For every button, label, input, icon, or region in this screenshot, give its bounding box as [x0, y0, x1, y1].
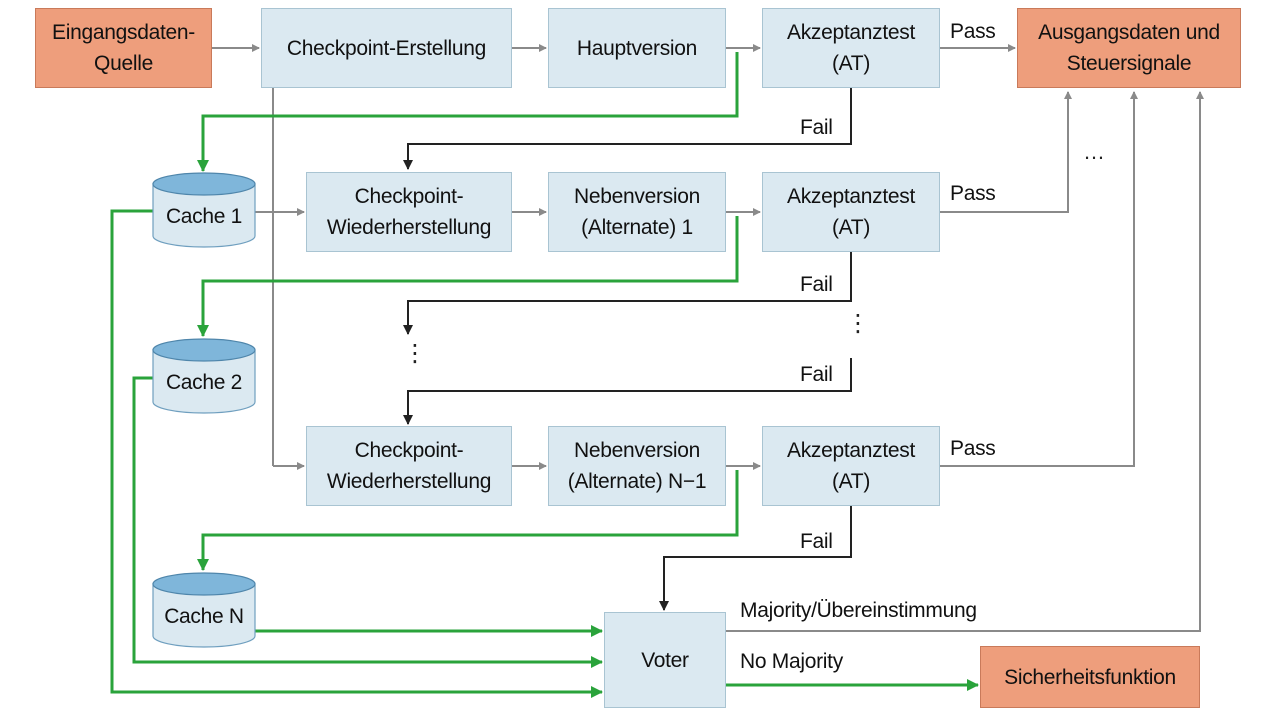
- acceptance-test-3-box: Akzeptanztest (AT): [762, 426, 940, 506]
- arrow-at3-fail: [659, 506, 852, 611]
- acceptance-test-2-line1: Akzeptanztest: [786, 185, 915, 208]
- input-source-line2: Quelle: [94, 52, 153, 75]
- voter-box: Voter: [604, 612, 726, 708]
- output-line1: Ausgangsdaten und: [1038, 21, 1220, 44]
- cache-1-cylinder-icon: [152, 172, 256, 248]
- cache-1: Cache 1: [152, 172, 256, 248]
- checkpoint-restore-1-line2: Wiederherstellung: [326, 216, 492, 239]
- arrow-dots-fail: [403, 358, 852, 425]
- vertical-ellipsis-left: ⋮: [403, 340, 427, 367]
- acceptance-test-1-box: Akzeptanztest (AT): [762, 8, 940, 88]
- cache-2-cylinder-icon: [152, 338, 256, 414]
- pass-label-3: Pass: [950, 437, 996, 460]
- no-majority-label: No Majority: [740, 650, 843, 673]
- alternate-1-line2: (Alternate) 1: [581, 216, 693, 239]
- acceptance-test-3-line1: Akzeptanztest: [786, 439, 915, 462]
- checkpoint-restore-2-line2: Wiederherstellung: [326, 470, 492, 493]
- acceptance-test-2-box: Akzeptanztest (AT): [762, 172, 940, 252]
- majority-label: Majority/Übereinstimmung: [740, 599, 977, 622]
- arrow-at3-pass: [940, 91, 1138, 467]
- arrow-cache1-to-voter: [110, 209, 603, 698]
- arrow-at2-pass: [940, 91, 1072, 213]
- input-source-line1: Eingangsdaten-: [52, 21, 195, 44]
- alternate-1-box: Nebenversion (Alternate) 1: [548, 172, 726, 252]
- output-line2: Steuersignale: [1066, 52, 1192, 75]
- safety-function-box: Sicherheitsfunktion: [980, 646, 1200, 708]
- arrow-at2-fail: [403, 252, 852, 335]
- cache-n: Cache N: [152, 572, 256, 648]
- pass-label-1: Pass: [950, 20, 996, 43]
- checkpoint-restore-2-box: Checkpoint- Wiederherstellung: [306, 426, 512, 506]
- checkpoint-restore-1-line1: Checkpoint-: [354, 185, 464, 208]
- checkpoint-create-box: Checkpoint-Erstellung: [261, 8, 512, 88]
- main-version-label: Hauptversion: [576, 36, 698, 60]
- pass-label-2: Pass: [950, 182, 996, 205]
- fail-label-3: Fail: [800, 363, 833, 386]
- acceptance-test-1-line2: (AT): [831, 52, 871, 75]
- acceptance-test-1-line1: Akzeptanztest: [786, 21, 915, 44]
- alternate-n1-box: Nebenversion (Alternate) N−1: [548, 426, 726, 506]
- arrow-to-cache2: [197, 216, 739, 337]
- safety-function-label: Sicherheitsfunktion: [1004, 665, 1176, 689]
- acceptance-test-3-line2: (AT): [831, 470, 871, 493]
- checkpoint-restore-2-line1: Checkpoint-: [354, 439, 464, 462]
- alternate-n1-line2: (Alternate) N−1: [567, 470, 707, 493]
- cache-n-cylinder-icon: [152, 572, 256, 648]
- acceptance-test-2-line2: (AT): [831, 216, 871, 239]
- cache-2-label: Cache 2: [165, 371, 243, 394]
- fail-label-2: Fail: [800, 273, 833, 296]
- arrow-to-cache1: [197, 52, 739, 172]
- checkpoint-restore-1-box: Checkpoint- Wiederherstellung: [306, 172, 512, 252]
- arrow-cache2-to-voter: [132, 376, 603, 668]
- voter-label: Voter: [641, 648, 689, 672]
- alternate-1-line1: Nebenversion: [574, 185, 700, 208]
- vertical-ellipsis-right: ⋮: [846, 310, 870, 337]
- arrow-at1-fail: [403, 88, 852, 170]
- alternate-n1-line1: Nebenversion: [574, 439, 700, 462]
- arrow-majority-to-output: [726, 91, 1204, 632]
- main-version-box: Hauptversion: [548, 8, 726, 88]
- cache-n-label: Cache N: [164, 605, 244, 628]
- fail-label-4: Fail: [800, 530, 833, 553]
- cache-1-label: Cache 1: [165, 205, 243, 228]
- fail-label-1: Fail: [800, 116, 833, 139]
- input-source-box: Eingangsdaten- Quelle: [35, 8, 212, 88]
- output-box: Ausgangsdaten und Steuersignale: [1017, 8, 1241, 88]
- cache-2: Cache 2: [152, 338, 256, 414]
- arrow-to-cacheN: [197, 470, 739, 571]
- horizontal-ellipsis: …: [1083, 139, 1105, 164]
- checkpoint-create-label: Checkpoint-Erstellung: [286, 36, 487, 60]
